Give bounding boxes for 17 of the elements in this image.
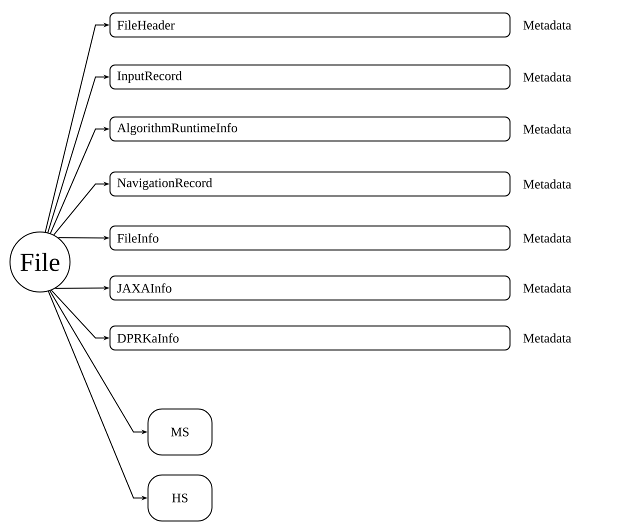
process-box: FileInfo	[110, 226, 510, 250]
rounded-box: HS	[148, 474, 212, 522]
beside-label: Metadata	[523, 333, 572, 343]
process-box: JAXAInfo	[110, 276, 510, 300]
beside-label: Metadata	[523, 124, 572, 134]
rounded-box: MS	[148, 408, 212, 456]
process-box: DPRKaInfo	[110, 326, 510, 350]
process-box: FileHeader	[110, 12, 510, 38]
process-box: InputRecord	[110, 64, 510, 90]
beside-label: Metadata	[523, 179, 572, 189]
circle-node: File	[10, 232, 70, 292]
beside-label: Metadata	[523, 233, 572, 243]
beside-label: Metadata	[523, 72, 572, 82]
process-box: NavigationRecord	[110, 172, 510, 196]
process-box: AlgorithmRuntimeInfo	[110, 116, 510, 142]
beside-label: Metadata	[523, 20, 572, 30]
beside-label: Metadata	[523, 283, 572, 293]
